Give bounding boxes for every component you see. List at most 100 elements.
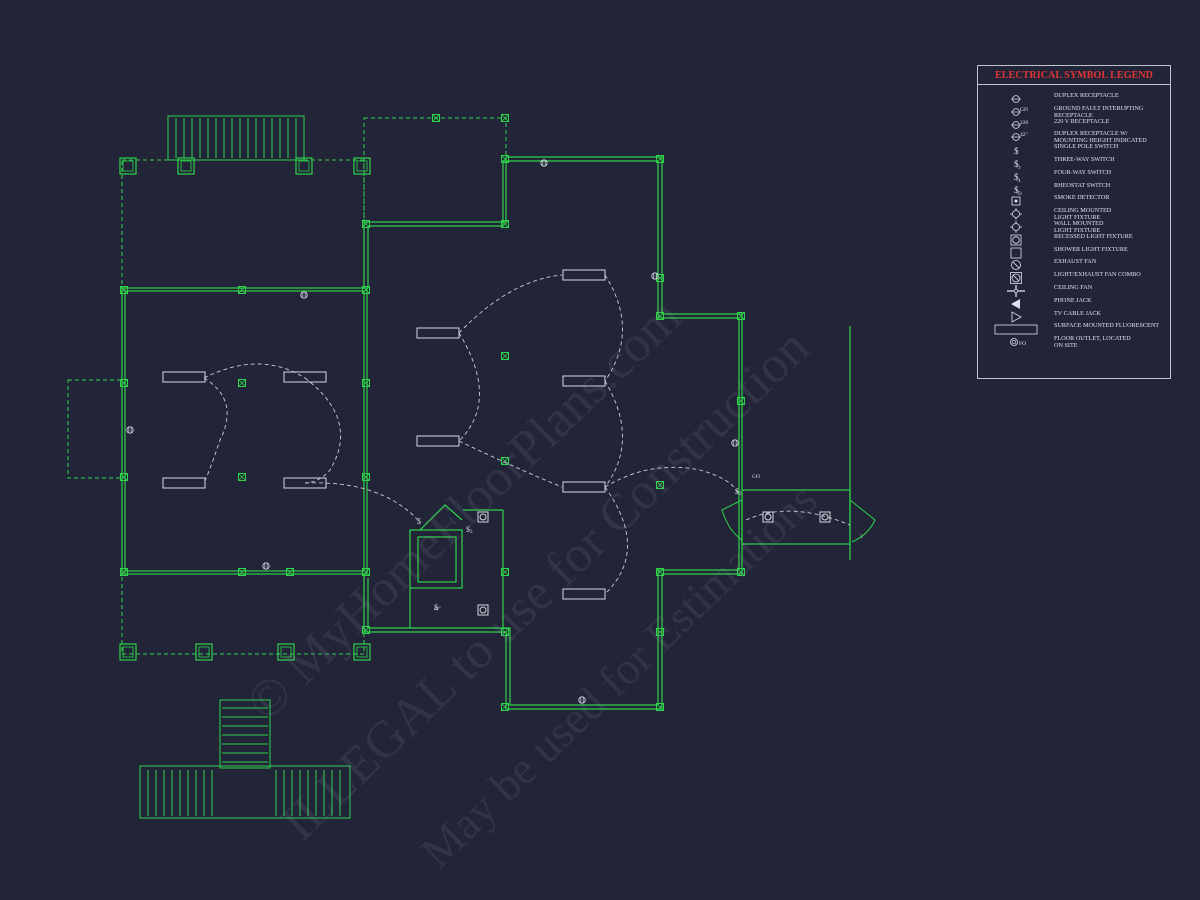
wall-marker-cross [286,568,294,576]
wall-marker-cross [737,568,745,576]
wall-marker [501,628,509,636]
phone-jack-icon [1004,298,1028,311]
ceiling-light-icon [1004,208,1028,221]
wall-marker-cross [432,114,440,122]
wall-marker-cross [501,568,509,576]
wall-marker [501,114,509,122]
wall-marker [656,628,664,636]
duplex-receptacle [578,696,586,704]
wall-marker-cross [120,379,128,387]
fluorescent-fixture [562,375,606,387]
wall-marker [362,626,370,634]
porch-column [353,157,371,175]
legend-item-label: LIGHT/EXHAUST FAN COMBO [1054,271,1141,279]
porch-column [177,157,195,175]
wall-marker-cross [362,568,370,576]
rear-steps [167,115,305,161]
legend-item: TV CABLE JACK [978,309,1170,324]
wall-marker-cross [656,481,664,489]
legend-item: SMOKE DETECTOR [978,195,1170,208]
legend-item: PHONE JACK [978,297,1170,311]
porch-column [119,643,137,661]
wall-marker-cross [238,286,246,294]
wall-marker [501,155,509,163]
door-swings [721,499,876,543]
svg-text:$: $ [1014,185,1019,195]
stair-landing [409,529,463,589]
wall-marker-cross [501,352,509,360]
great-room-walls [121,287,368,575]
wall-marker-cross [656,568,664,576]
single-pole-switch-icon: $ [1004,144,1028,157]
wall-light-icon [1004,221,1028,234]
porch-column [353,643,371,661]
gfi-receptacle-icon: GFI [1004,106,1029,119]
fluorescent-fixture [162,371,206,383]
legend-item: SURFACE MOUNTED FLUORESCENT [978,323,1170,336]
legend-item-label: DUPLEX RECEPTACLE [1054,92,1119,99]
legend-item-label: 220 V RECEPTACLE [1054,117,1110,125]
legend-item-label: SURFACE MOUNTED FLUORESCENT [1054,322,1160,330]
wall-marker [656,703,664,711]
wall-marker [501,703,509,711]
wall-marker-cross [656,703,664,711]
recessed-lights [477,511,831,616]
three-way-tag: 3 [470,530,473,535]
wall-marker-cross [737,397,745,405]
wall-marker [238,568,246,576]
wall-marker [432,114,440,122]
wall-marker-cross [238,568,246,576]
legend-item-label: CEILING FAN [1054,284,1093,291]
duplex-receptacle-icon [1004,93,1028,106]
wall-marker [238,473,246,481]
wall-marker [120,379,128,387]
wall-marker-cross [362,626,370,634]
legend-item: LIGHT/EXHAUST FAN COMBO [978,271,1170,285]
kitchen-inner-walls [367,160,740,706]
fluorescent-fixture [562,269,606,281]
fluorescent-fixture [283,371,327,383]
wall-marker-cross [362,220,370,228]
kitchen-walls [363,156,743,710]
porch-column [277,643,295,661]
legend-item-label: THREE-WAY SWITCH [1054,156,1115,163]
porch-column-core [122,646,134,658]
wall-markers [120,114,745,711]
fluorescent-fixture [416,435,460,447]
fluorescent-fixture [162,477,206,489]
light-exhaust-fan-icon [1004,272,1028,285]
porch-column-core [198,646,210,658]
wall-marker [362,220,370,228]
duplex-receptacle-height-icon: 42" [1004,131,1028,144]
svg-text:$: $ [1014,146,1019,156]
porch-columns [119,157,371,661]
legend-item-label: SINGLE POLE SWITCH [1054,143,1119,151]
legend-item: RECESSED LIGHT FIXTURE [978,233,1170,247]
height-tag: 42" [434,607,441,612]
wall-marker-cross [120,473,128,481]
wall-switch: $ [417,517,421,526]
wall-marker-cross [501,220,509,228]
legend-item-label: SHOWER LIGHT FIXTURE [1054,245,1128,253]
legend-item-label: TV CABLE JACK [1054,309,1101,317]
wall-marker-cross [362,473,370,481]
legend-item: EXHAUST FAN [978,259,1170,272]
legend-item: DUPLEX RECEPTACLE [978,92,1170,106]
fluorescent-fixture [562,481,606,493]
side-bay [67,379,123,479]
porch-column-core [356,160,368,172]
svg-text:220 v: 220 v [1020,120,1028,126]
recessed-light [477,604,489,616]
recessed-light-lens [764,513,772,521]
porch-column [195,643,213,661]
wall-marker [656,481,664,489]
legend-item: WALL MOUNTED LIGHT FIXTURE [978,220,1170,234]
wall-marker-cross [501,155,509,163]
three-way-tag: 3 [860,535,863,540]
wall-marker [737,312,745,320]
three-way-switch-icon: $3 [1004,157,1028,171]
